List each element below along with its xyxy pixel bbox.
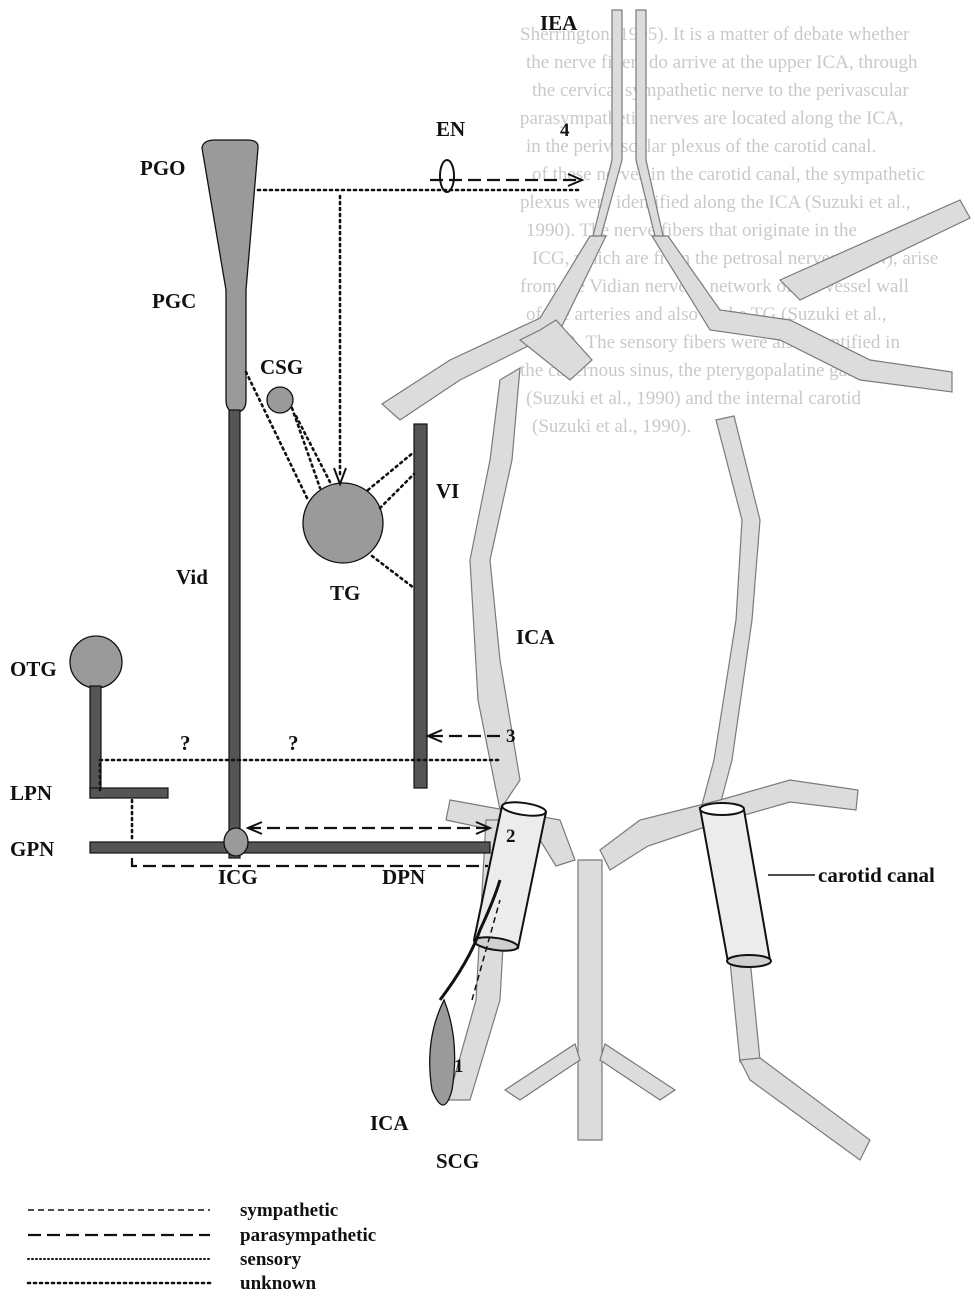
label-carotid-canal: carotid canal — [818, 863, 935, 887]
scg-ganglion — [430, 1000, 455, 1105]
label-otg: OTG — [10, 657, 57, 681]
pgo-pgc-trunk — [202, 140, 258, 412]
label-pgo: PGO — [140, 156, 186, 180]
legend-parasympathetic: parasympathetic — [240, 1225, 376, 1246]
label-number-2: 2 — [506, 826, 516, 847]
label-question-1: ? — [180, 731, 191, 755]
label-number-4: 4 — [560, 120, 570, 141]
otg-ganglion — [70, 636, 122, 688]
tg-ganglion — [303, 483, 383, 563]
carotid-canal-right-bottom — [727, 955, 771, 967]
vi-nerve — [414, 424, 427, 788]
csg-ganglion — [267, 387, 293, 413]
pathway-dpn-bottom — [132, 858, 488, 866]
label-vi: VI — [436, 479, 459, 503]
vessel-basilar-fork-right — [600, 1044, 675, 1100]
background-text-line: (Suzuki et al., 1990). — [532, 416, 691, 437]
vessel-basilar — [578, 860, 602, 1140]
icg-ganglion — [224, 828, 248, 856]
carotid-canal-right — [700, 808, 770, 962]
nerves-and-ganglia — [70, 140, 500, 1105]
pathway-vi-to-3 — [100, 760, 500, 790]
arrow-to-tg — [334, 468, 346, 484]
pathway-tg-vi-3 — [372, 556, 414, 588]
label-number-3: 3 — [506, 726, 516, 747]
label-ica-upper: ICA — [516, 625, 555, 649]
vessel-right-trunk — [700, 416, 760, 820]
label-pgc: PGC — [152, 289, 196, 313]
label-scg: SCG — [436, 1149, 479, 1173]
pathway-tg-vi-2 — [380, 474, 414, 508]
legend: sympathetic parasympathetic sensory unkn… — [28, 1200, 376, 1294]
label-ica-lower: ICA — [370, 1111, 409, 1135]
label-iea: IEA — [540, 11, 578, 35]
background-text-line: (Suzuki et al., 1990) and the internal c… — [526, 388, 862, 409]
legend-unknown: unknown — [240, 1273, 316, 1294]
label-icg: ICG — [218, 865, 258, 889]
legend-sympathetic: sympathetic — [240, 1200, 338, 1221]
label-number-1: 1 — [454, 1056, 464, 1077]
label-tg: TG — [330, 581, 360, 605]
vid-nerve — [229, 410, 240, 858]
label-en: EN — [436, 117, 465, 141]
label-gpn: GPN — [10, 837, 54, 861]
pathway-tg-up — [296, 416, 330, 482]
pathway-tg-vi — [368, 452, 414, 490]
carotid-canal-right-top — [700, 803, 744, 815]
vessel-basilar-fork-left — [505, 1044, 580, 1100]
legend-sensory: sensory — [240, 1249, 302, 1270]
vessel-right-ica-lower — [740, 1058, 870, 1160]
gpn-nerve — [90, 842, 490, 853]
lpn-nerve — [90, 788, 168, 798]
label-vid: Vid — [176, 565, 208, 589]
label-csg: CSG — [260, 355, 303, 379]
label-lpn: LPN — [10, 781, 52, 805]
label-dpn: DPN — [382, 865, 425, 889]
label-question-2: ? — [288, 731, 299, 755]
